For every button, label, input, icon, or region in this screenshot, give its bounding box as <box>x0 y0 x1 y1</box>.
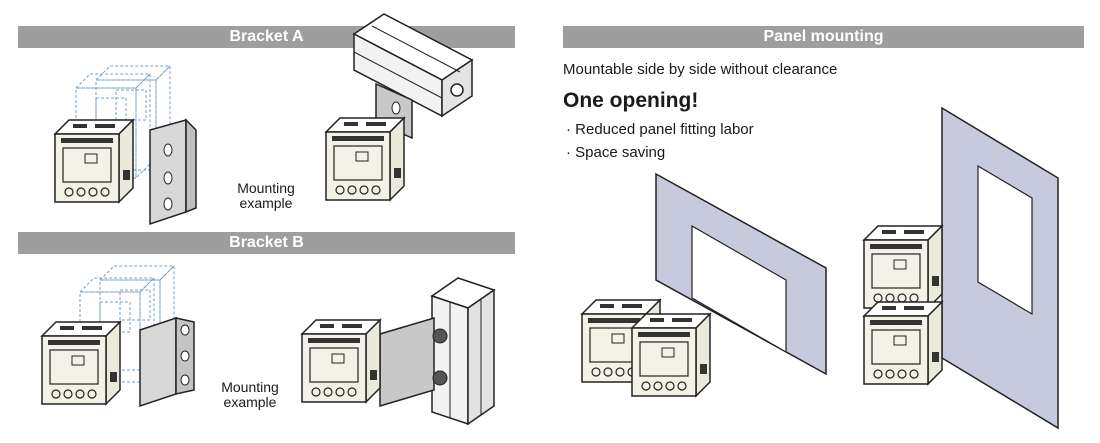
panel-horizontal <box>655 172 827 376</box>
panel-device-top <box>863 225 943 309</box>
bracket-b-caption-line1: Mounting <box>221 379 279 395</box>
bracket-b-mounted-device <box>301 319 381 403</box>
bracket-a-device <box>54 119 134 203</box>
bracket-b-device <box>41 321 121 405</box>
bracket-b-header: Bracket B <box>18 232 515 254</box>
bracket-a-mounted-device <box>325 117 405 201</box>
bracket-b-caption: Mounting example <box>212 380 288 410</box>
panel-bullet-2: · Space saving <box>566 144 666 161</box>
bracket-b-caption-line2: example <box>223 394 277 410</box>
panel-mounting-header: Panel mounting <box>563 26 1084 48</box>
bracket-a-caption-line1: Mounting <box>237 180 295 196</box>
bracket-b-extrusion <box>430 277 496 426</box>
bracket-a-caption: Mounting example <box>228 181 304 211</box>
bracket-a-plate <box>149 118 197 226</box>
panel-subtitle: Mountable side by side without clearance <box>563 61 838 78</box>
bracket-b-mount-plate <box>379 316 448 408</box>
bracket-a-caption-line2: example <box>239 195 293 211</box>
panel-bullet-1: · Reduced panel fitting labor <box>566 121 754 138</box>
panel-vertical <box>941 106 1059 430</box>
panel-headline: One opening! <box>563 89 699 112</box>
bracket-a-extrusion <box>352 13 474 118</box>
bracket-b-plate <box>139 316 195 408</box>
panel-device-right <box>631 313 711 397</box>
panel-device-bottom <box>863 301 943 385</box>
